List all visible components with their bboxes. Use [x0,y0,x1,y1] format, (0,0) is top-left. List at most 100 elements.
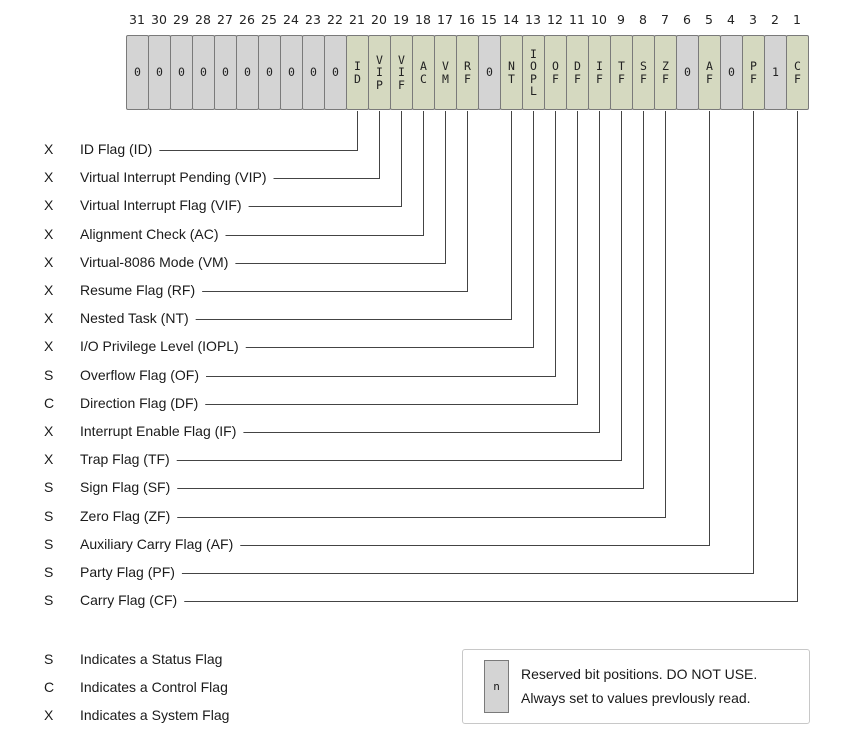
bit-number: 21 [349,12,365,27]
bit-number: 11 [569,12,585,27]
flag-type: X [44,253,54,270]
bit-number: 30 [151,12,167,27]
bit-number: 23 [305,12,321,27]
flag-label: Auxiliary Carry Flag (AF) [80,535,234,552]
flag-bit-cell: I O P L [522,35,545,110]
flag-type: X [44,310,54,327]
flag-type: C [44,394,55,411]
flag-type: S [44,564,54,580]
bit-number: 16 [459,12,475,27]
bit-cell-text: 0 [244,65,251,80]
flag-type: X [44,169,54,186]
flag-bit-cell: C F [786,35,809,110]
bit-cell-text: N T [508,59,515,86]
reserved-note-line1: Reserved bit positions. DO NOT USE. [521,666,758,682]
bit-number: 13 [525,12,541,27]
bit-cell-text: 0 [222,65,229,80]
leader-line [206,111,556,377]
leader-line [273,111,380,179]
bit-cell-text: I D [354,59,361,86]
legend-text-system: Indicates a System Flag [80,707,230,723]
flag-label: Alignment Check (AC) [80,225,219,242]
leader-line [159,111,358,151]
bit-number: 6 [683,12,691,27]
bit-cell-text: V I P [376,52,383,92]
bit-cell-text: T F [618,59,625,86]
flag-type: X [44,338,54,355]
flag-type: X [44,225,54,242]
bit-number: 2 [771,12,779,27]
reserved-legend-box: n Reserved bit positions. DO NOT USE. Al… [462,649,810,724]
bit-cell-text: C F [794,59,801,86]
leader-line [205,111,578,405]
flag-type: S [44,592,54,609]
bit-cell-text: I O P L [530,46,537,98]
bit-cell-text: 0 [134,65,141,80]
leader-line [195,111,512,320]
flag-type: S [44,535,54,552]
bit-cell-text: V I F [398,52,405,92]
reserved-bit-cell: 0 [214,35,237,110]
bit-number: 26 [239,12,255,27]
bit-number: 29 [173,12,189,27]
bit-cell-text: R F [464,59,471,86]
bit-number: 10 [591,12,607,27]
flag-label: Sign Flag (SF) [80,479,171,496]
leader-line [202,111,468,292]
bit-number: 7 [661,12,669,27]
flag-label: Nested Task (NT) [80,310,189,327]
bit-number: 9 [617,12,625,27]
legend-type-system: X [44,707,54,723]
leader-line [181,111,754,574]
flag-bit-cell: I F [588,35,611,110]
leader-line [225,111,424,236]
bit-cell-text: D F [574,59,581,86]
flag-label: Zero Flag (ZF) [80,507,171,524]
bit-number: 4 [727,12,735,27]
bit-number: 22 [327,12,343,27]
bit-number: 14 [503,12,519,27]
bit-number: 18 [415,12,431,27]
bit-cell-text: 0 [310,65,317,80]
flag-label: Party Flag (PF) [80,564,175,580]
legend-text-control: Indicates a Control Flag [80,679,228,695]
bit-number: 24 [283,12,299,27]
bit-cell-text: A F [706,59,713,86]
bit-number: 3 [749,12,757,27]
bit-number: 31 [129,12,145,27]
leader-line [248,111,402,207]
bit-cell-text: 0 [178,65,185,80]
flag-bit-cell: V I P [368,35,391,110]
flag-label: Virtual Interrupt Flag (VIF) [80,197,242,214]
leader-line [235,111,446,264]
flag-label: Direction Flag (DF) [80,394,199,411]
flag-label: Virtual-8086 Mode (VM) [80,253,229,270]
legend-type-status: S [44,651,54,667]
bit-number: 8 [639,12,647,27]
bit-cell-text: O F [552,59,559,86]
flag-label: Overflow Flag (OF) [80,366,200,383]
reserved-note-line2: Always set to values prevlously read. [521,690,751,706]
flag-type: S [44,507,54,524]
bit-cell-text: 1 [772,65,779,80]
leader-line [245,111,534,348]
flag-type: X [44,282,54,298]
bit-cell-text: 0 [200,65,207,80]
reserved-swatch: n [484,660,509,713]
leader-line [176,111,622,461]
bit-cell-text: 0 [156,65,163,80]
bit-cell-text: 0 [728,65,735,80]
flag-label: ID Flag (ID) [80,141,153,157]
flag-type: S [44,366,54,383]
bit-cell-text: 0 [486,65,493,80]
flag-type: S [44,479,54,496]
flag-label: Trap Flag (TF) [80,451,170,468]
flag-type: X [44,197,54,214]
bit-number: 19 [393,12,409,27]
bit-cell-text: 0 [332,65,339,80]
bit-number: 28 [195,12,211,27]
legend-text-status: Indicates a Status Flag [80,651,223,667]
leader-line [240,111,710,546]
flag-type: X [44,423,54,439]
